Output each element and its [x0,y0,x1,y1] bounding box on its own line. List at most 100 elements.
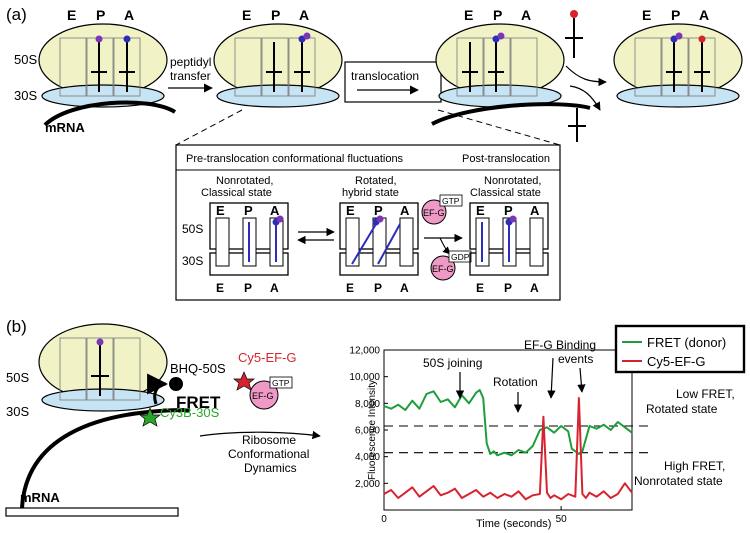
gdp-box [448,250,472,263]
site-a-slot [510,37,538,97]
site-label-a: A [521,7,531,23]
site-bottom-p: P [244,281,252,295]
state3-title-2: Classical state [470,187,541,199]
process-line3: Dynamics [244,461,297,475]
site-label-a: A [124,7,134,23]
y-tick-label: 6,000 [355,426,380,437]
state-low-1: Low FRET, [676,387,735,401]
legend-label-fret: FRET (donor) [647,335,726,350]
ribosome-posttransfer: E P A [213,7,343,108]
site-top-a: A [270,203,280,218]
acceptor-star [233,371,255,391]
site-label-e: E [242,7,251,23]
site-p-slot [261,37,289,97]
ribosome-final: E P A [613,7,743,108]
site-top-a: A [400,203,410,218]
trna-incoming [565,10,583,58]
label-30s: 30S [14,88,37,103]
y-tick-label: 2,000 [355,479,380,490]
state1-title-2: Classical state [201,187,272,199]
site-label-p: P [671,7,680,23]
y-tick-label: 12,000 [349,346,380,357]
trna-p [666,32,683,92]
trna-outgoing [568,108,586,142]
gtp-box-b [269,376,293,389]
quencher-dot [169,377,183,391]
process-arrow [199,430,321,440]
legend-frame [614,324,746,374]
inset-header-right: Post-translocation [462,153,550,165]
site-top-e: E [476,203,485,218]
annot-rotation: Rotation [493,375,538,389]
site-top-p: P [504,203,513,218]
site-top-e: E [216,203,225,218]
site-e-slot [234,37,262,97]
ribosome-pretransfer: E P A [38,7,168,108]
site-e-slot [634,37,662,97]
site-label-e: E [642,7,651,23]
trna-a [294,32,311,92]
zoom-line-left [175,109,243,146]
panel-b-label: (b) [6,317,27,336]
trna-a [119,35,135,92]
site-e-slot [59,337,87,401]
annot-binding-arrow-1 [547,357,556,399]
inset-frame [175,144,561,301]
inset-header-left: Pre-translocation conformational fluctua… [186,153,404,165]
plot-frame [383,349,633,511]
legend: FRET (donor) Cy5-EF-G [614,324,746,374]
translocation-box [344,61,442,103]
site-label-a: A [299,7,309,23]
site-label-p: P [96,7,105,23]
site-label-e: E [67,7,76,23]
trna-p [488,32,505,92]
inset-50s: 50S [182,222,203,236]
annot-binding-2: events [558,352,593,366]
gtp-label-b: GTP [272,378,290,388]
efg-gdp-label: EF-G [432,264,454,274]
fret-label: FRET [176,393,221,412]
donor-star [139,407,161,427]
ribosome-fret [38,323,168,412]
state-high-1: High FRET, [664,459,725,473]
x-tick-label: 50 [556,514,568,525]
y-tick-label: 8,000 [355,399,380,410]
site-bottom-e: E [346,281,354,295]
trna-a [694,35,710,92]
site-bottom-e: E [476,281,484,295]
site-top-a: A [530,203,540,218]
label-50s-b: 50S [6,370,29,385]
y-tick-label: 10,000 [349,372,380,383]
trna-p [91,338,109,396]
site-top-p: P [374,203,383,218]
zoom-line-right [437,109,561,146]
site-label-a: A [699,7,709,23]
process-line1: Ribosome [242,433,296,447]
x-axis-label: Time (seconds) [476,518,551,530]
mrna-strand-b [20,408,191,509]
process-line2: Conformational [228,447,309,461]
legend-label-cy5: Cy5-EF-G [647,354,706,369]
state1-title-1: Nonrotated, [216,175,273,187]
site-top-e: E [346,203,355,218]
annot-joining: 50S joining [423,356,482,370]
annot-binding-arrow-2 [577,367,586,393]
trna-p [91,35,107,92]
trna-e [462,42,478,92]
state3-title-1: Nonrotated, [484,175,541,187]
surface-slide [5,507,179,517]
panel-a-label: (a) [6,5,27,24]
site-top-p: P [244,203,253,218]
site-bottom-a: A [400,281,409,295]
y-axis-label: Fluorescence Intensity [367,380,378,480]
site-bottom-a: A [530,281,539,295]
site-label-e: E [464,7,473,23]
series-layer [383,389,633,501]
donor-label: Cy3B-30S [160,405,220,420]
site-e-slot [59,37,87,97]
mrna-label-b: mRNA [20,490,60,505]
series-line-1 [383,397,633,501]
x-tick-label: 0 [381,514,387,525]
